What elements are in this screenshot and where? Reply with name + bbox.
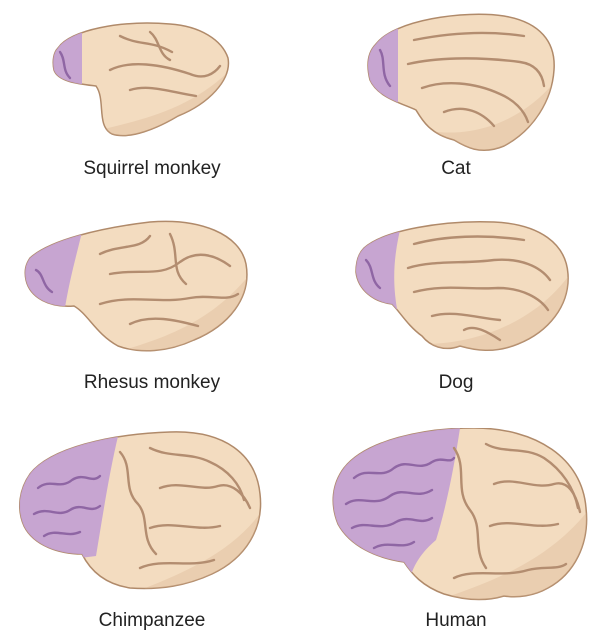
brain-panel-cat: Cat [304,0,608,214]
brain-panel-human: Human [304,428,608,642]
species-label: Human [425,610,487,631]
species-label: Squirrel monkey [83,158,221,179]
human-brain [332,428,588,601]
dog-brain [355,220,569,351]
prefrontal-region [53,23,82,100]
brain-panel-chimpanzee: Chimpanzee [0,428,304,642]
cat-brain [367,13,555,151]
chimpanzee-brain [18,431,262,590]
species-label: Dog [438,372,474,393]
squirrel-monkey-brain [52,22,230,137]
rhesus-monkey-brain [24,220,248,352]
prefrontal-region [368,20,398,120]
brain-panel-squirrel-monkey: Squirrel monkey [0,0,304,214]
species-label: Cat [441,158,471,179]
species-label: Rhesus monkey [83,372,221,393]
species-label: Chimpanzee [98,610,206,631]
brain-panel-rhesus-monkey: Rhesus monkey [0,214,304,428]
brain-panel-dog: Dog [304,214,608,428]
